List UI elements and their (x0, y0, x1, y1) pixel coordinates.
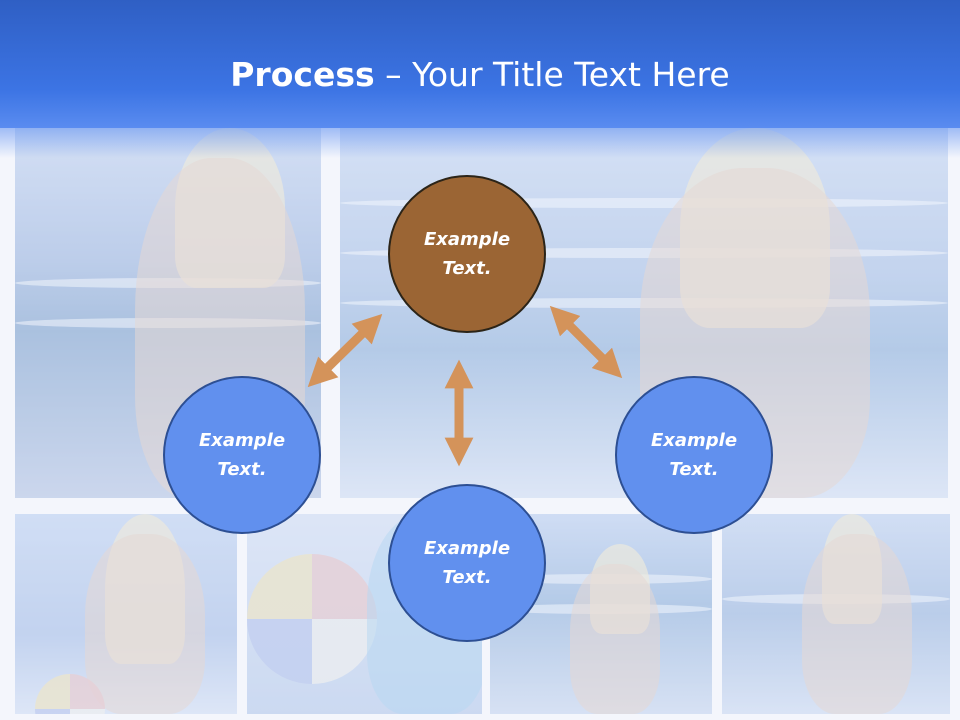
node-bottom-line1: Example (423, 538, 511, 559)
node-right-line1: Example (650, 430, 738, 451)
node-left-line1: Example (198, 430, 286, 451)
title-bold: Process (230, 55, 375, 94)
node-right-line2: Text. (669, 459, 719, 480)
header-fade (0, 128, 960, 158)
node-top-line2: Text. (442, 258, 492, 279)
node-left-line2: Text. (217, 459, 267, 480)
title-bar: Process – Your Title Text Here (0, 0, 960, 128)
arrow-right (549, 305, 623, 379)
slide-title: Process – Your Title Text Here (0, 52, 960, 98)
photo-surfer-back-small (722, 514, 950, 714)
arrow-left (307, 313, 383, 388)
photo-woman-sitting (15, 514, 237, 714)
title-rest: – Your Title Text Here (374, 55, 730, 94)
node-bottom-line2: Text. (442, 567, 492, 588)
node-top-line1: Example (423, 229, 511, 250)
